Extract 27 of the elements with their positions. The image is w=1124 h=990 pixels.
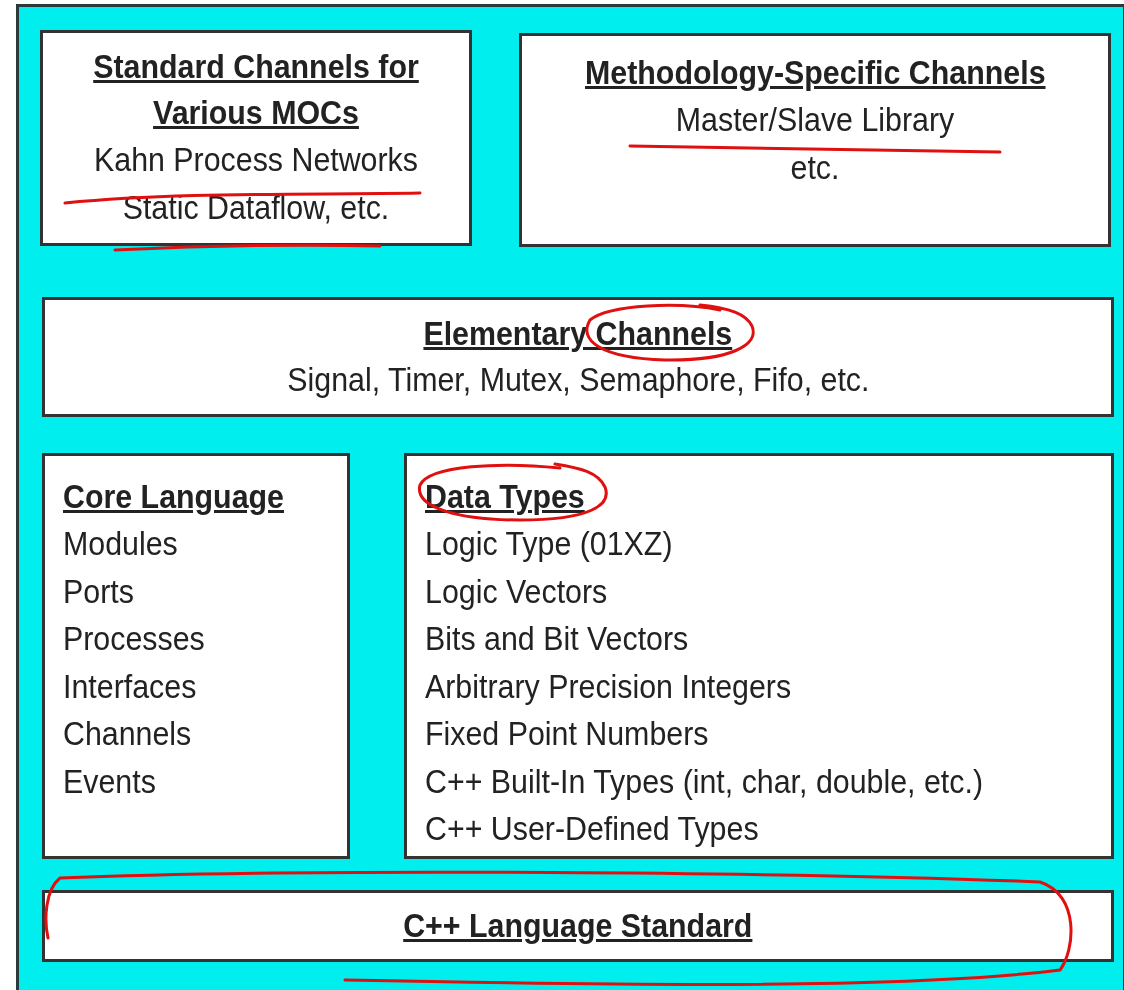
layer-text: Signal, Timer, Mutex, Semaphore, Fifo, etc.	[286, 360, 870, 400]
layer-text: Fixed Point Numbers	[425, 714, 709, 754]
layer-heading: Standard Channels for Various MOCs	[92, 47, 420, 133]
layer-heading: Methodology-Specific Channels	[584, 53, 1046, 93]
layer-text: Master/Slave Library etc.	[674, 100, 956, 188]
layer-heading: Core Language	[63, 477, 284, 517]
layer-text: Modules	[63, 524, 178, 564]
layer-box	[519, 33, 1111, 247]
layer-text: Bits and Bit Vectors	[425, 619, 689, 659]
layer-text: Channels	[63, 714, 192, 754]
layer-text: Events	[63, 761, 156, 802]
layer-box	[42, 297, 1114, 417]
layer-text: Logic Type (01XZ)	[425, 524, 673, 564]
layer-heading: Elementary Channels	[423, 314, 733, 354]
layer-box	[42, 890, 1114, 962]
layer-text: Ports	[63, 571, 134, 612]
layer-text: Processes	[63, 619, 205, 659]
layer-box	[40, 30, 472, 246]
layer-text: C++ Built-In Types (int, char, double, etc.)	[425, 761, 983, 802]
layer-text: Logic Vectors	[425, 571, 608, 612]
layer-box	[404, 453, 1114, 859]
layer-text: Arbitrary Precision Integers	[425, 666, 792, 707]
layer-box	[42, 453, 350, 859]
layer-heading: C++ Language Standard	[403, 906, 753, 946]
layer-heading: Data Types	[425, 477, 585, 517]
layer-text: C++ User-Defined Types	[425, 809, 759, 849]
layer-text: Interfaces	[63, 666, 197, 707]
